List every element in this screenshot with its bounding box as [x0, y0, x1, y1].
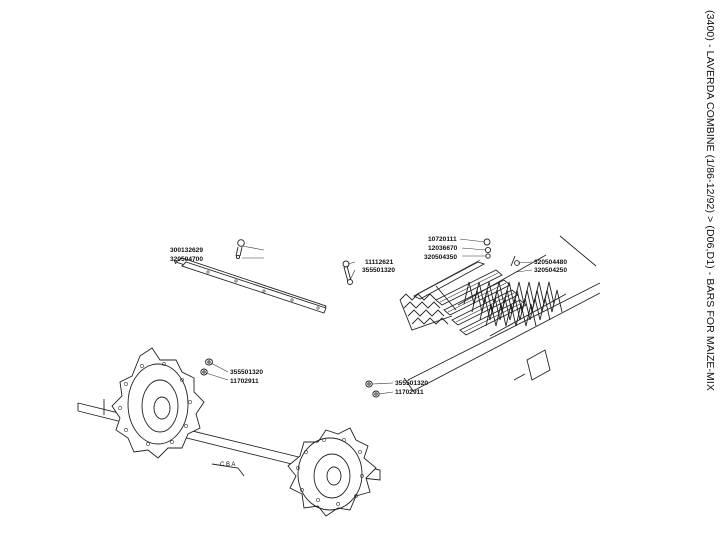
part-number-320504350: 320504350	[424, 254, 457, 261]
shaft-with-sprockets	[77, 347, 381, 517]
part-number-355501320-left: 355501320	[230, 369, 263, 376]
part-number-10720111: 10720111	[428, 236, 457, 243]
part-number-11702911-right: 11702911	[395, 389, 424, 396]
section-marker-label: C B A	[220, 462, 235, 468]
part-number-320504700: 320504700	[170, 256, 203, 263]
part-number-320504250: 320504250	[534, 267, 567, 274]
cylinder-frame	[403, 235, 601, 393]
middle-bar	[173, 239, 380, 398]
part-number-355501320-right: 355501320	[395, 380, 428, 387]
zigzag-rasp-plates	[399, 254, 567, 337]
part-number-11112621: 11112621	[365, 259, 394, 266]
part-number-320504480: 320504480	[534, 259, 567, 266]
part-number-355501320-upper: 355501320	[362, 267, 395, 274]
part-number-12036670: 12036670	[428, 245, 458, 252]
diagram-title: (3400) - LAVERDA COMBINE (1/86-12/92) > …	[704, 10, 716, 392]
section-marker: C B A	[211, 462, 245, 477]
part-number-300132629: 300132629	[170, 247, 203, 254]
part-number-11702911-left: 11702911	[230, 378, 259, 385]
part-number-labels: 10720111 12036670 320504350 320504480 32…	[170, 236, 567, 396]
leader-lines	[205, 238, 533, 395]
